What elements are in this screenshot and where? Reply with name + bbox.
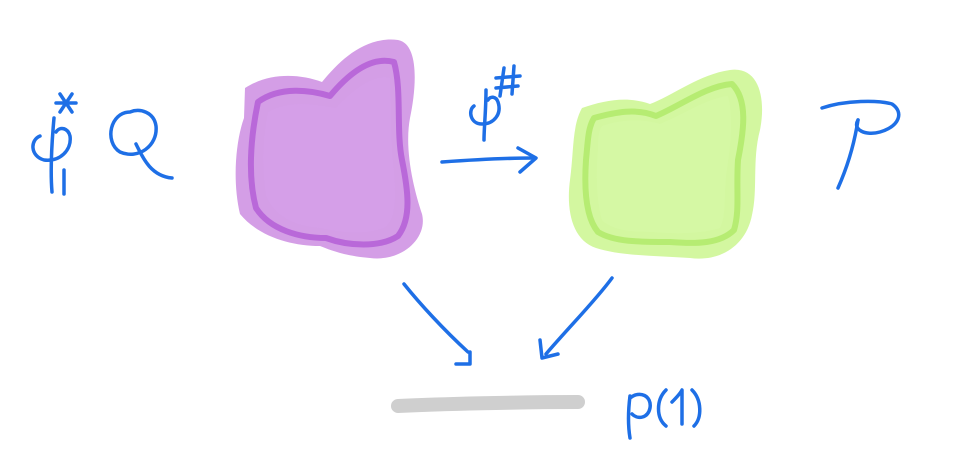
arrow-head xyxy=(516,146,538,174)
arrow-right-to-base xyxy=(538,276,614,360)
base-bar xyxy=(391,395,585,413)
left-blob xyxy=(235,39,423,259)
right-blob xyxy=(568,69,763,259)
right-blob-inner xyxy=(596,96,732,234)
arrow-phi-sharp xyxy=(440,64,538,174)
right-blob-edge xyxy=(582,81,747,246)
label-phi1-star-q xyxy=(31,92,174,196)
arrow-left-to-base xyxy=(402,282,472,366)
label-p1 xyxy=(626,388,702,440)
label-p xyxy=(820,99,901,190)
arrow-shaft xyxy=(440,156,536,164)
left-blob-edge xyxy=(247,57,411,248)
left-blob-inner xyxy=(263,77,395,233)
